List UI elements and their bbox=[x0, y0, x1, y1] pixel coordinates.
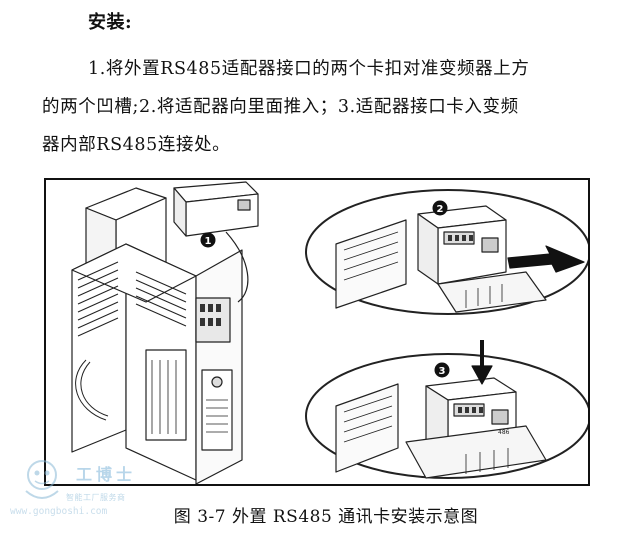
port-label-486: 486 bbox=[498, 429, 510, 436]
drive-illustration bbox=[71, 181, 259, 484]
figure-caption: 图 3-7 外置 RS485 通讯卡安装示意图 bbox=[173, 507, 479, 527]
insert-arrow bbox=[471, 340, 493, 385]
watermark-subtitle: 智能工厂服务商 bbox=[66, 493, 126, 502]
section-heading: 安装: bbox=[88, 12, 133, 33]
detail-view-step-3 bbox=[305, 353, 588, 479]
paragraph-line-3: 器内部RS485连接处。 bbox=[42, 135, 231, 155]
installation-figure: 1 2 3 486 bbox=[44, 178, 590, 486]
watermark-url: www.gongboshi.com bbox=[10, 506, 108, 517]
callout-2-label: 2 bbox=[437, 204, 444, 215]
callout-2: 2 bbox=[432, 200, 448, 216]
callout-1-label: 1 bbox=[205, 236, 212, 247]
detail-view-step-2 bbox=[305, 189, 588, 315]
callout-3: 3 bbox=[434, 362, 450, 378]
callout-3-label: 3 bbox=[439, 366, 446, 377]
push-arrow bbox=[507, 245, 585, 273]
paragraph-line-2: 的两个凹槽;2.将适配器向里面推入；3.适配器接口卡入变频 bbox=[42, 97, 519, 117]
watermark-title: 工博士 bbox=[76, 465, 137, 484]
watermark: 工博士 智能工厂服务商 www.gongboshi.com bbox=[8, 455, 138, 525]
installation-illustration: 1 2 3 486 bbox=[71, 181, 588, 484]
callout-1: 1 bbox=[200, 232, 216, 248]
paragraph-line-1: 1.将外置RS485适配器接口的两个卡扣对准变频器上方 bbox=[88, 59, 530, 79]
robot-logo-icon bbox=[25, 460, 59, 499]
instruction-paragraph: 1.将外置RS485适配器接口的两个卡扣对准变频器上方 的两个凹槽;2.将适配器… bbox=[42, 50, 602, 164]
